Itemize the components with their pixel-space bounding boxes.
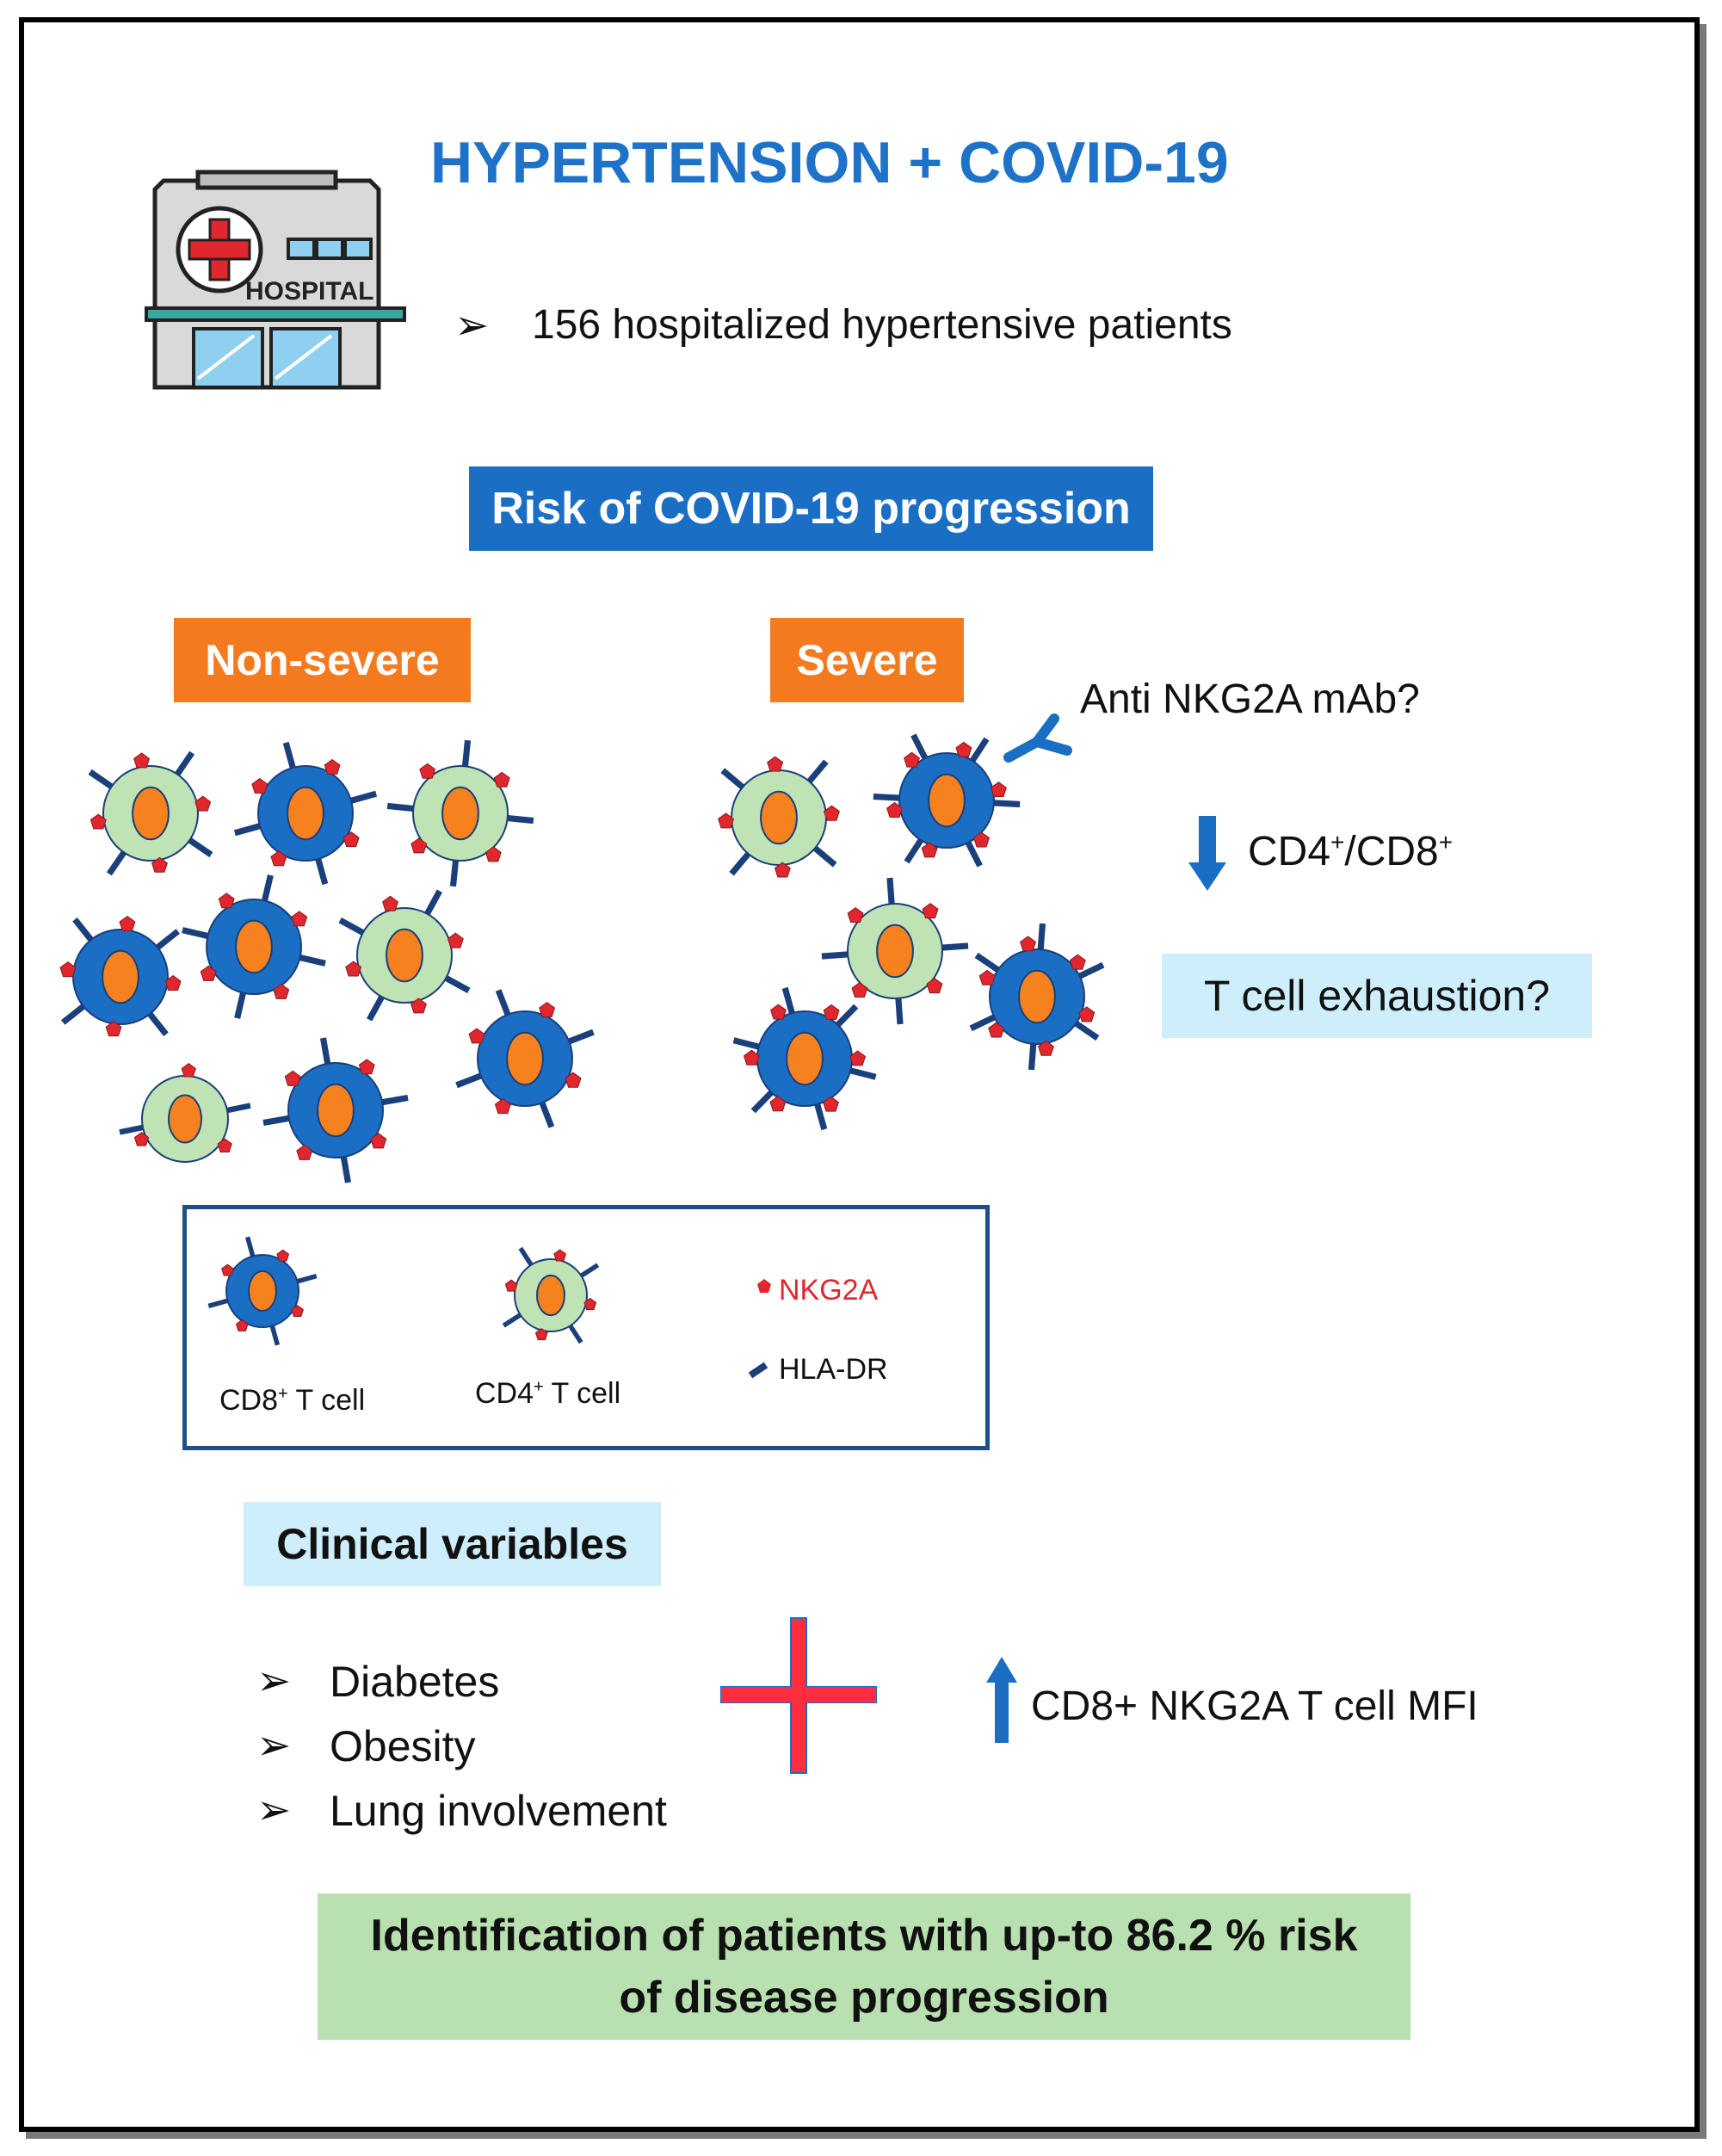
legend-hla-dr-label: HLA-DR bbox=[779, 1353, 888, 1386]
anti-nkg2a-text: Anti NKG2A mAb? bbox=[1080, 676, 1420, 722]
risk-box: Risk of COVID-19 progression bbox=[469, 466, 1153, 551]
bullet-arrow-icon: ➢ bbox=[256, 1788, 292, 1833]
severe-label: Severe bbox=[770, 618, 964, 702]
legend-nkg2a-label: NKG2A bbox=[779, 1274, 879, 1307]
legend-cd8-label: CD8+ T cell bbox=[219, 1384, 366, 1417]
bullet-arrow-icon: ➢ bbox=[256, 1659, 292, 1704]
clinical-heading: Clinical variables bbox=[244, 1502, 661, 1586]
page-title: HYPERTENSION + COVID-19 bbox=[430, 130, 1229, 195]
list-item-diabetes: Diabetes bbox=[330, 1658, 500, 1706]
bullet-arrow-icon: ➢ bbox=[256, 1723, 292, 1769]
non-severe-label: Non-severe bbox=[174, 618, 471, 702]
conclusion-box: Identification of patients with up-to 86… bbox=[318, 1893, 1410, 2040]
list-item-obesity: Obesity bbox=[330, 1722, 476, 1770]
legend-box bbox=[182, 1205, 990, 1450]
ratio-text: CD4+/CD8+ bbox=[1248, 829, 1454, 874]
legend-cd4-label: CD4+ T cell bbox=[475, 1377, 621, 1410]
marker-text: CD8+ NKG2A T cell MFI bbox=[1031, 1683, 1478, 1729]
exhaustion-box: T cell exhaustion? bbox=[1162, 954, 1592, 1038]
patients-text: 156 hospitalized hypertensive patients bbox=[532, 302, 1232, 348]
list-item-lung: Lung involvement bbox=[330, 1787, 667, 1835]
conclusion-line2: of disease progression bbox=[619, 1973, 1109, 2023]
bullet-arrow-icon: ➢ bbox=[454, 303, 490, 349]
conclusion-line1: Identification of patients with up-to 86… bbox=[370, 1911, 1358, 1961]
